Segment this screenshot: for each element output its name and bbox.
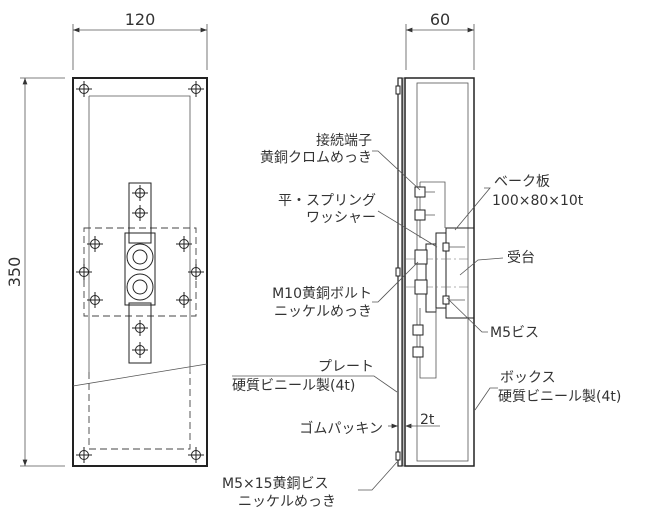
side-view: 60 2t — [388, 10, 475, 467]
bakelite-size-label: 100×80×10t — [492, 193, 584, 209]
plate-label: プレート — [318, 359, 374, 375]
base-label: 受台 — [507, 250, 535, 266]
box-material-label: 硬質ビニール製(4t) — [498, 389, 621, 405]
screw-icons — [75, 80, 205, 464]
washer-label-2: ワッシャー — [306, 210, 376, 226]
bakelite-label: ベーク板 — [494, 174, 550, 190]
front-view: 120 350 — [5, 10, 208, 467]
terminal-material-label: 黄銅クロムめっき — [260, 149, 372, 166]
terminal-label: 接続端子 — [316, 132, 372, 149]
washer-label: 平・スプリング — [278, 193, 376, 209]
width-dimension: 120 — [125, 10, 156, 29]
bolt-finish-label: ニッケルめっき — [274, 304, 372, 320]
screw-label: M5×15黄銅ビス — [222, 475, 329, 492]
depth-dimension: 60 — [430, 10, 450, 29]
plate-material-label: 硬質ビニール製(4t) — [232, 378, 355, 394]
height-dimension: 350 — [5, 257, 24, 288]
packing-label: ゴムパッキン — [299, 420, 383, 437]
m5-screw-label: M5ビス — [490, 325, 539, 341]
callout-labels: 接続端子 黄銅クロムめっき 平・スプリング ワッシャー M10黄銅ボルト ニッケ… — [222, 132, 621, 510]
box-label: ボックス — [500, 370, 556, 386]
screw-finish-label: ニッケルめっき — [238, 494, 336, 510]
packing-thickness-dimension: 2t — [420, 412, 435, 428]
bolt-label: M10黄銅ボルト — [272, 285, 372, 302]
leader-lines — [232, 150, 504, 491]
